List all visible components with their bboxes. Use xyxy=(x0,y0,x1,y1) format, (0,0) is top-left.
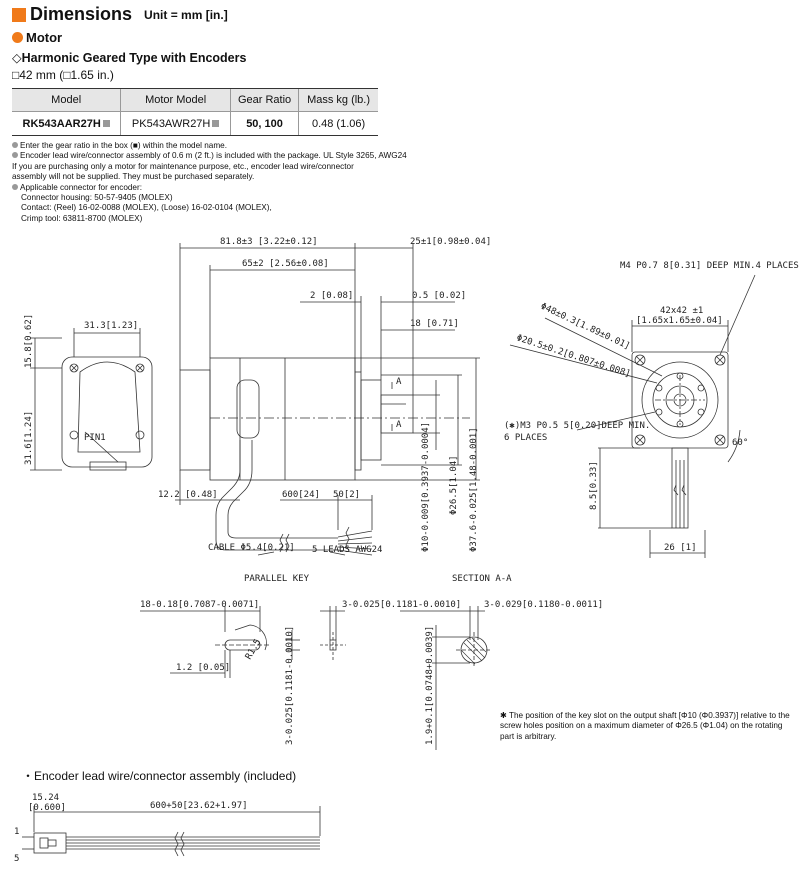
leads-label: 5 LEADS AWG24 xyxy=(312,545,382,555)
note-item: Crimp tool: 63811-8700 (MOLEX) xyxy=(21,213,143,223)
cell-model: RK543AAR27H xyxy=(12,111,121,136)
side-view xyxy=(175,243,480,556)
orange-square-icon xyxy=(12,7,26,22)
dim-2: 2 [0.08] xyxy=(310,291,353,301)
parallel-key xyxy=(140,606,300,678)
dim-50: 50[2] xyxy=(333,490,360,500)
note-item: assembly will not be supplied. They must… xyxy=(12,172,255,182)
footnote: ✱ The position of the key slot on the ou… xyxy=(500,711,790,741)
subsection-heading: ◇Harmonic Geared Type with Encoders xyxy=(12,50,246,65)
col-mass: Mass kg (lb.) xyxy=(298,88,378,112)
note-item: Connector housing: 50-57-9405 (MOLEX) xyxy=(21,193,173,203)
note-item: Encoder lead wire/connector assembly of … xyxy=(12,151,452,161)
diamond-icon: ◇ xyxy=(12,51,22,65)
notes: Enter the gear ratio in the box (■) with… xyxy=(12,141,452,224)
dim-42: 42x42 ±1 xyxy=(660,306,703,316)
section-title: Motor xyxy=(26,30,63,45)
bullet-icon xyxy=(12,142,18,148)
angle-60: 60° xyxy=(732,438,748,448)
bullet-icon xyxy=(12,183,18,190)
section-a-marker: A xyxy=(396,377,402,387)
key-1-2: 1.2 [0.05] xyxy=(176,663,230,673)
cable-label: CABLE Φ5.4[0.21] xyxy=(208,543,295,553)
subsection-title: Harmonic Geared Type with Encoders xyxy=(21,51,247,65)
col-gear-ratio: Gear Ratio xyxy=(229,88,299,112)
dim-600: 600[24] xyxy=(282,490,320,500)
page-header: Dimensions Unit = mm [in.] xyxy=(12,4,228,25)
square-icon: □ xyxy=(12,68,20,82)
key-3b: 3-0.025[0.1181-0.0010] xyxy=(342,600,461,610)
section-aa-title: SECTION A-A xyxy=(452,574,512,584)
dim-31-3: 31.3[1.23] xyxy=(84,321,138,331)
note-item: Contact: (Reel) 16-02-0088 (MOLEX), (Loo… xyxy=(21,203,272,213)
dim-phi37-6: Φ37.6-0.025[1.48-0.001] xyxy=(469,427,479,552)
m3-label: (✱)M3 P0.5 5[0.20]DEEP MIN. xyxy=(504,421,650,431)
dim-phi26-5: Φ26.5[1.04] xyxy=(449,455,459,515)
enc-pin-5: 5 xyxy=(14,854,19,864)
dim-81-8: 81.8±3 [3.22±0.12] xyxy=(220,237,318,247)
enc-0-600: [0.600] xyxy=(28,803,66,813)
cell-motor-model: PK543AWR27H xyxy=(120,111,231,136)
table-header-row: Model Motor Model Gear Ratio Mass kg (lb… xyxy=(12,88,378,112)
key-r: R1.5 xyxy=(244,638,264,662)
dim-42-in: [1.65x1.65±0.04] xyxy=(636,316,723,326)
page-title: Dimensions xyxy=(30,4,133,24)
rear-view xyxy=(30,328,153,471)
note-item: If you are purchasing only a motor for m… xyxy=(12,161,354,171)
gear-box-icon xyxy=(212,120,220,128)
note-item: Applicable connector for encoder: xyxy=(12,183,452,193)
dim-phi10: Φ10-0.009[0.3937-0.0004] xyxy=(421,422,431,552)
section-a-a xyxy=(320,606,492,750)
dim-15-8: 15.8[0.62] xyxy=(24,314,34,368)
pin1-label: PIN1 xyxy=(84,433,106,443)
encoder-assembly xyxy=(22,806,321,857)
bullet-icon xyxy=(12,152,18,159)
frame-size-text: 42 mm (□1.65 in.) xyxy=(19,68,114,82)
section-a-marker: A xyxy=(396,420,402,430)
m4-label: M4 P0.7 8[0.31] DEEP MIN.4 PLACES xyxy=(620,261,799,271)
enc-15-24: 15.24 xyxy=(32,793,59,803)
front-view xyxy=(509,274,756,558)
key-3c: 3-0.029[0.1180-0.0011] xyxy=(484,600,603,610)
cell-gear-ratio: 50, 100 xyxy=(229,111,299,136)
dim-31-6: 31.6[1.24] xyxy=(24,411,34,465)
enc-600: 600+50[23.62+1.97] xyxy=(150,801,248,811)
section-heading: Motor xyxy=(12,30,62,45)
col-motor-model: Motor Model xyxy=(120,88,231,112)
key-1-9: 1.9+0.1[0.0748+0.0039] xyxy=(425,626,435,745)
dim-12-2: 12.2 [0.48] xyxy=(158,490,218,500)
gear-box-icon xyxy=(102,120,110,128)
spec-table: Model Motor Model Gear Ratio Mass kg (lb… xyxy=(12,88,378,136)
parallel-key-title: PARALLEL KEY xyxy=(244,574,310,584)
frame-size: □42 mm (□1.65 in.) xyxy=(12,68,114,82)
dim-26: 26 [1] xyxy=(664,543,697,553)
encoder-title: ・Encoder lead wire/connector assembly (i… xyxy=(22,769,297,783)
cell-mass: 0.48 (1.06) xyxy=(298,111,378,136)
dim-65: 65±2 [2.56±0.08] xyxy=(242,259,329,269)
dim-0-5: 0.5 [0.02] xyxy=(412,291,466,301)
col-model: Model xyxy=(12,88,121,112)
dim-8-5: 8.5[0.33] xyxy=(589,461,599,510)
drawing-lines xyxy=(22,243,756,857)
note-item: Enter the gear ratio in the box (■) with… xyxy=(12,141,452,151)
table-row: RK543AAR27H PK543AWR27H 50, 100 0.48 (1.… xyxy=(12,111,378,136)
unit-label: Unit = mm [in.] xyxy=(144,7,228,22)
dim-25: 25±1[0.98±0.04] xyxy=(410,237,491,247)
m3-places: 6 PLACES xyxy=(504,433,547,443)
key-3a: 3-0.025[0.1181-0.0010] xyxy=(285,626,295,745)
dim-18: 18 [0.71] xyxy=(410,319,459,329)
key-18: 18-0.18[0.7087-0.0071] xyxy=(140,600,259,610)
orange-dot-icon xyxy=(12,32,23,43)
enc-pin-1: 1 xyxy=(14,827,19,837)
